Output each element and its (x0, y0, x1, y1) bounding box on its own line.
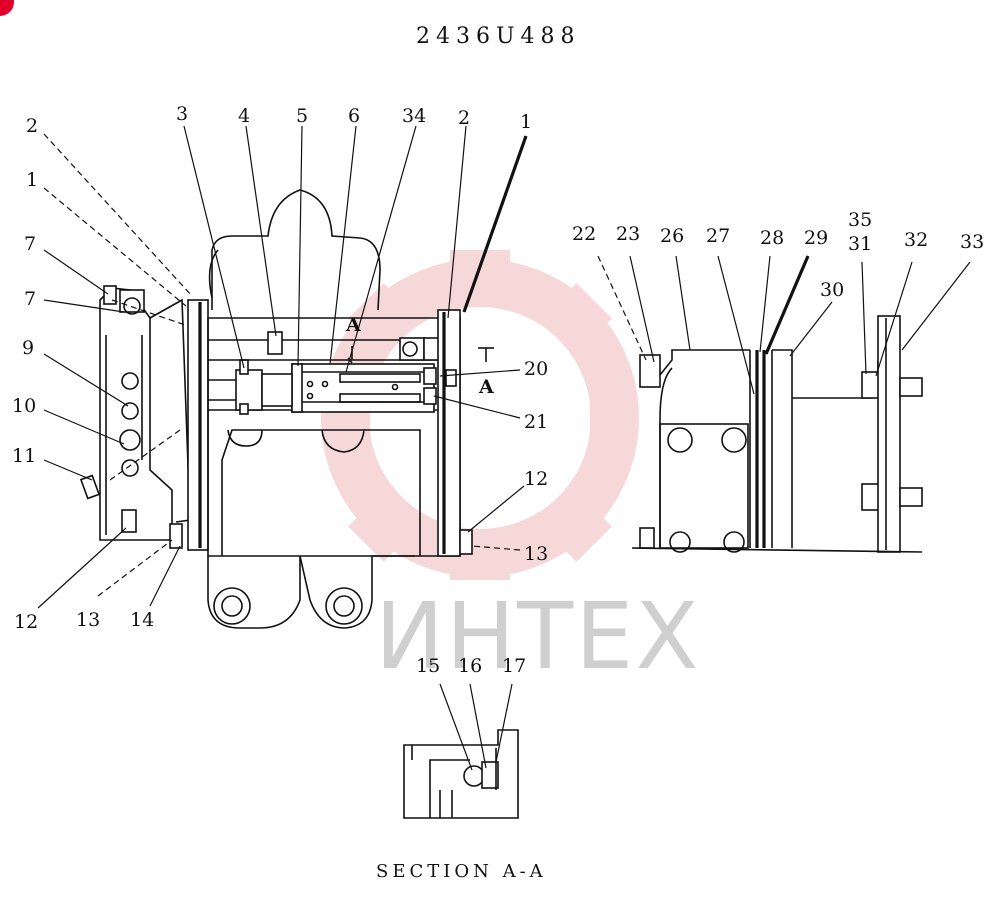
callout-28: 28 (760, 227, 784, 249)
callout-32: 32 (904, 229, 928, 251)
callout-21: 21 (524, 411, 548, 433)
section-a-a-view (403, 729, 519, 819)
section-mark-right: A (478, 376, 494, 398)
callout-30: 30 (820, 279, 844, 301)
section-caption: SECTION A-A (376, 861, 547, 882)
callout-9: 9 (22, 337, 34, 359)
callout-2-right: 2 (458, 107, 470, 129)
callout-14: 14 (130, 609, 154, 631)
callout-12-right: 12 (524, 468, 548, 490)
main-assembly (79, 189, 494, 629)
callout-13-right: 13 (524, 543, 548, 565)
callout-29: 29 (804, 227, 828, 249)
callout-12-left: 12 (14, 611, 38, 633)
callout-5: 5 (296, 105, 308, 127)
callout-3: 3 (176, 103, 188, 125)
callout-11: 11 (12, 445, 36, 467)
callout-10: 10 (12, 395, 36, 417)
callout-20: 20 (524, 358, 548, 380)
callout-1-left: 1 (26, 169, 38, 191)
callout-35: 35 (848, 209, 872, 231)
callout-7-upper: 7 (24, 233, 36, 255)
section-mark-upper: A (345, 314, 361, 336)
callout-1-right: 1 (520, 111, 532, 133)
callout-2-left: 2 (26, 115, 38, 137)
callout-15: 15 (416, 655, 440, 677)
callout-23: 23 (616, 223, 640, 245)
callout-6: 6 (348, 105, 360, 127)
watermark-text: ИНТЕХ (375, 583, 700, 690)
callout-17: 17 (502, 655, 526, 677)
callout-27: 27 (706, 225, 730, 247)
callout-31: 31 (848, 233, 872, 255)
callout-13-left: 13 (76, 609, 100, 631)
leader-lines (37, 125, 971, 771)
callout-34: 34 (402, 105, 426, 127)
callout-26: 26 (660, 225, 684, 247)
callout-22: 22 (572, 223, 596, 245)
drawing-number: 2436U488 (416, 24, 581, 49)
side-assembly (631, 315, 923, 553)
callout-4: 4 (238, 105, 250, 127)
callout-7-lower: 7 (24, 288, 36, 310)
corner-badge-icon (0, 0, 14, 16)
callout-16: 16 (458, 655, 482, 677)
watermark-gear-icon (321, 250, 639, 580)
callout-labels: 2 1 7 7 9 10 11 12 13 14 3 4 5 6 34 2 1 … (12, 103, 984, 677)
callout-33: 33 (960, 231, 984, 253)
